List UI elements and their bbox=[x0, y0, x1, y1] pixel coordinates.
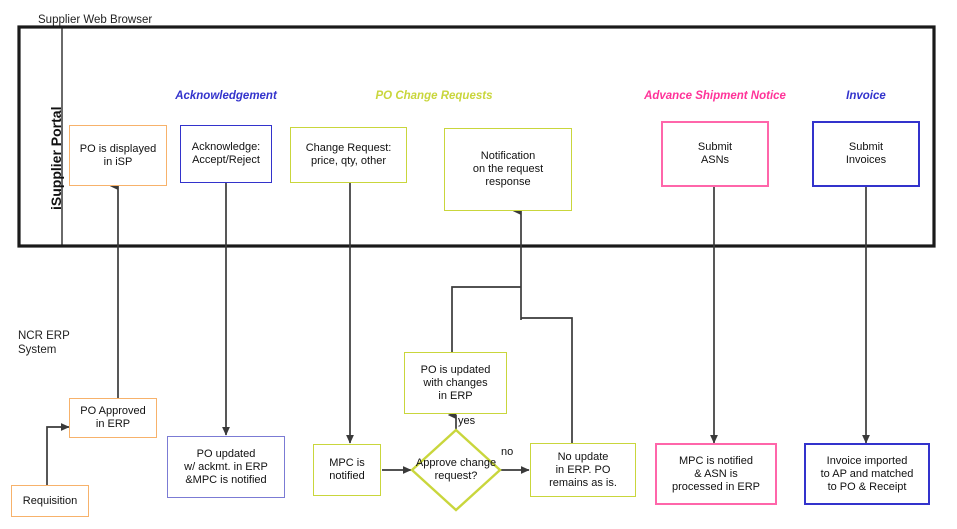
node-line: to PO & Receipt bbox=[827, 480, 907, 493]
section-title-advance-shipment-notice: Advance Shipment Notice bbox=[644, 90, 786, 102]
node-line: remains as is. bbox=[549, 476, 617, 489]
node-line: Notification bbox=[480, 150, 536, 162]
edge-no-update-to-notification bbox=[521, 317, 573, 443]
node-notification-on-request-response[interactable]: Notification on the request response bbox=[444, 128, 572, 211]
edge-po-updated-changes-to-notification bbox=[451, 286, 521, 352]
node-line: in ERP bbox=[95, 418, 131, 430]
node-acknowledge-accept-reject[interactable]: Acknowledge: Accept/Reject bbox=[180, 125, 272, 183]
node-line: w/ ackmt. in ERP bbox=[184, 460, 268, 473]
node-line: price, qty, other bbox=[311, 155, 386, 167]
node-line: in ERP. PO bbox=[555, 463, 611, 476]
node-submit-invoices[interactable]: Submit Invoices bbox=[812, 121, 920, 187]
node-po-updated-with-ackmt[interactable]: PO updated w/ ackmt. in ERP &MPC is noti… bbox=[167, 436, 285, 498]
browser-frame bbox=[17, 25, 936, 248]
node-change-request[interactable]: Change Request: price, qty, other bbox=[290, 127, 407, 183]
node-line: Submit bbox=[848, 141, 884, 153]
node-line: Requisition bbox=[22, 494, 78, 507]
node-line: &MPC is notified bbox=[185, 473, 267, 486]
node-po-displayed-in-isp[interactable]: PO is displayed in iSP bbox=[69, 125, 167, 186]
node-line: notified bbox=[329, 470, 365, 482]
diamond-shape bbox=[410, 428, 502, 512]
node-line: PO updated bbox=[196, 447, 256, 460]
section-title-invoice: Invoice bbox=[846, 90, 886, 102]
node-line: response bbox=[485, 176, 531, 188]
node-mpc-is-notified[interactable]: MPC is notified bbox=[313, 444, 381, 496]
node-line: PO is displayed bbox=[79, 142, 157, 155]
section-title-po-change-requests: PO Change Requests bbox=[375, 90, 493, 102]
node-invoice-imported-to-ap[interactable]: Invoice imported to AP and matched to PO… bbox=[804, 443, 930, 505]
node-line: PO Approved bbox=[80, 405, 146, 417]
node-line: Approve bbox=[415, 457, 457, 469]
edge-requisition-to-po-approved bbox=[46, 423, 70, 485]
node-line: in iSP bbox=[103, 155, 133, 168]
node-line: ASNs bbox=[700, 154, 730, 166]
node-line: with changes bbox=[423, 376, 488, 389]
node-line: MPC is bbox=[329, 457, 365, 469]
node-approve-change-request-decision[interactable]: Approve change request? bbox=[410, 428, 502, 512]
node-mpc-notified-asn-processed[interactable]: MPC is notified & ASN is processed in ER… bbox=[655, 443, 777, 505]
section-title-acknowledgement: Acknowledgement bbox=[175, 90, 277, 102]
node-line: Invoices bbox=[845, 154, 887, 166]
node-po-is-updated-with-changes-in-erp[interactable]: PO is updated with changes in ERP bbox=[404, 352, 507, 414]
node-submit-asns[interactable]: Submit ASNs bbox=[661, 121, 769, 187]
node-line: processed in ERP bbox=[671, 480, 761, 493]
node-po-approved-in-erp[interactable]: PO Approved in ERP bbox=[69, 398, 157, 438]
edge-label-no: no bbox=[501, 446, 514, 458]
erp-lane-label-line2: System bbox=[18, 344, 57, 356]
node-line: in ERP bbox=[438, 389, 473, 402]
node-requisition[interactable]: Requisition bbox=[11, 485, 89, 517]
portal-lane-label: iSupplier Portal bbox=[48, 106, 64, 210]
node-line: PO is updated bbox=[420, 363, 491, 376]
node-line: on the request bbox=[472, 163, 544, 175]
node-line: Accept/Reject bbox=[192, 154, 260, 166]
edge-label-yes: yes bbox=[458, 415, 476, 427]
node-line: Acknowledge: bbox=[191, 141, 261, 153]
node-line: Change Request: bbox=[305, 142, 392, 154]
diamond-label: Approve change request? bbox=[410, 428, 502, 512]
node-line: No update bbox=[557, 450, 609, 463]
node-line: to AP and matched bbox=[820, 467, 914, 480]
node-line: change bbox=[459, 457, 497, 469]
node-line: request? bbox=[434, 470, 478, 482]
node-line: & ASN is bbox=[694, 467, 738, 480]
node-line: Invoice imported bbox=[826, 454, 908, 467]
node-line: Submit bbox=[697, 141, 733, 153]
browser-frame-label: Supplier Web Browser bbox=[38, 14, 153, 26]
erp-lane-label-line1: NCR ERP bbox=[18, 330, 70, 342]
node-line: MPC is notified bbox=[679, 454, 753, 467]
node-no-update-in-erp[interactable]: No update in ERP. PO remains as is. bbox=[530, 443, 636, 497]
